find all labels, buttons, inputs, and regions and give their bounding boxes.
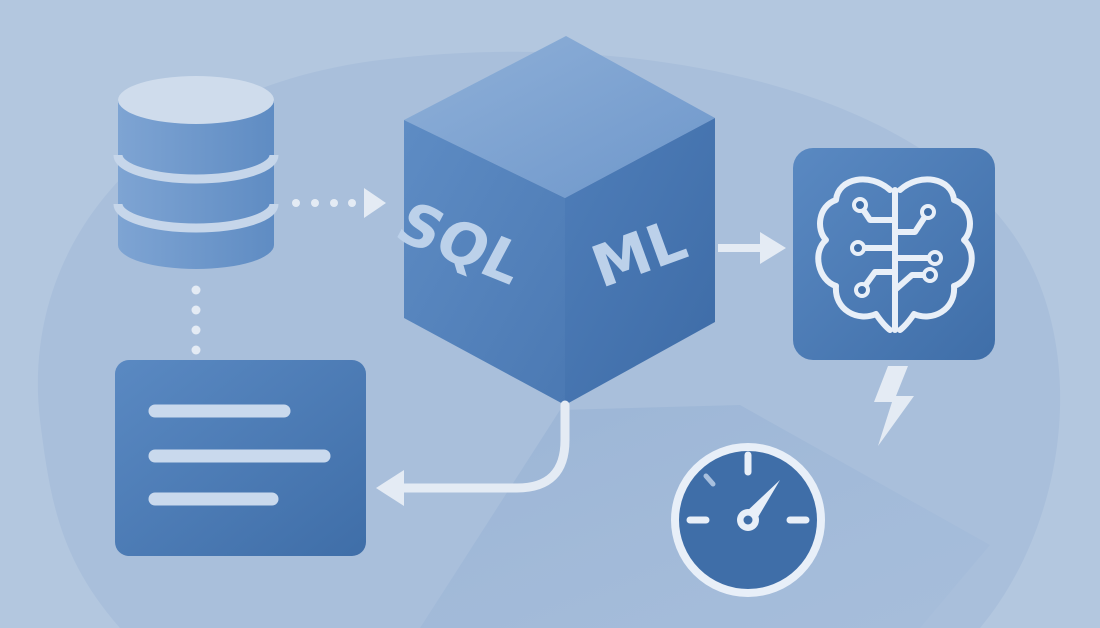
lightning-bolt-icon [874,366,914,446]
db-to-document-connector [191,285,201,355]
brain-circuit-nodes [850,197,943,298]
cube-left-face [404,120,565,405]
cube-right-face [565,118,715,405]
gauge-icon [671,443,825,597]
cube-to-document-connector [376,400,570,506]
brain-circuit-icon [815,176,975,333]
cube-icon: SQL ML [386,36,715,405]
document-panel [115,360,366,556]
db-to-cube-connector [292,188,386,218]
database-icon [113,76,279,269]
cube-to-brain-arrow [718,232,786,264]
document-lines-icon [148,404,331,506]
cube-top-face [404,36,715,198]
brain-circuit-panel [793,148,995,360]
